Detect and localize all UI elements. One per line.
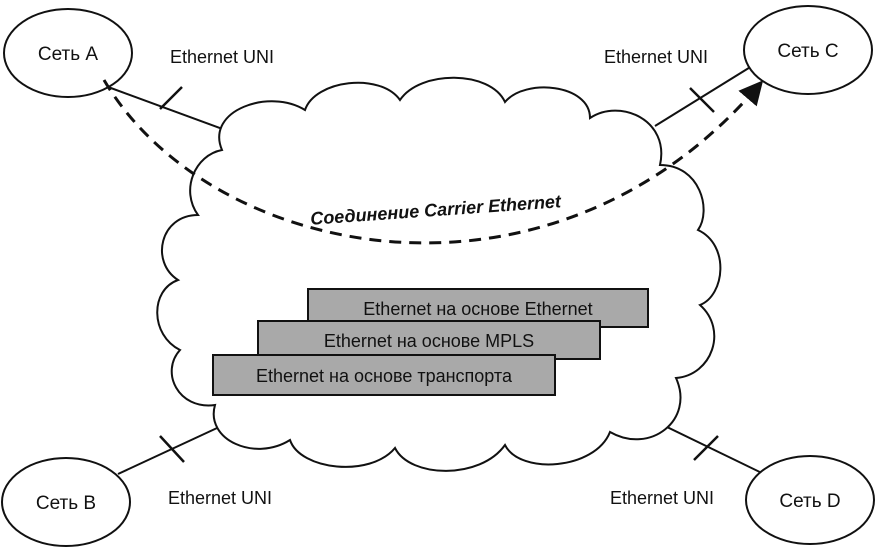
- network-a: [3, 8, 133, 98]
- link-c: [654, 65, 753, 127]
- network-c: [743, 5, 873, 95]
- tech-box-transport: [212, 354, 556, 396]
- tech-label-mpls: Ethernet на основе MPLS: [324, 331, 534, 351]
- carrier-cloud: [156, 76, 722, 472]
- uni-label-d: Ethernet UNI: [610, 488, 714, 508]
- uni-label-a: Ethernet UNI: [170, 47, 274, 67]
- network-b-label: Сеть B: [36, 493, 96, 514]
- link-b: [117, 421, 231, 475]
- tech-label-transport: Ethernet на основе транспорта: [256, 366, 513, 386]
- network-a-label: Сеть A: [38, 44, 99, 65]
- uni-tick-c: [689, 87, 715, 113]
- link-a: [99, 83, 229, 132]
- uni-tick-d: [693, 435, 719, 461]
- network-c-label: Сеть C: [777, 41, 838, 62]
- connection-path: [102, 79, 764, 245]
- uni-label-c: Ethernet UNI: [604, 47, 708, 67]
- uni-tick-a: [159, 86, 183, 110]
- network-d: [745, 455, 875, 545]
- network-d-label: Сеть D: [779, 491, 840, 512]
- network-b: [1, 457, 131, 547]
- tech-label-ethernet: Ethernet на основе Ethernet: [363, 299, 592, 319]
- uni-label-b: Ethernet UNI: [168, 488, 272, 508]
- uni-tick-b: [159, 435, 185, 463]
